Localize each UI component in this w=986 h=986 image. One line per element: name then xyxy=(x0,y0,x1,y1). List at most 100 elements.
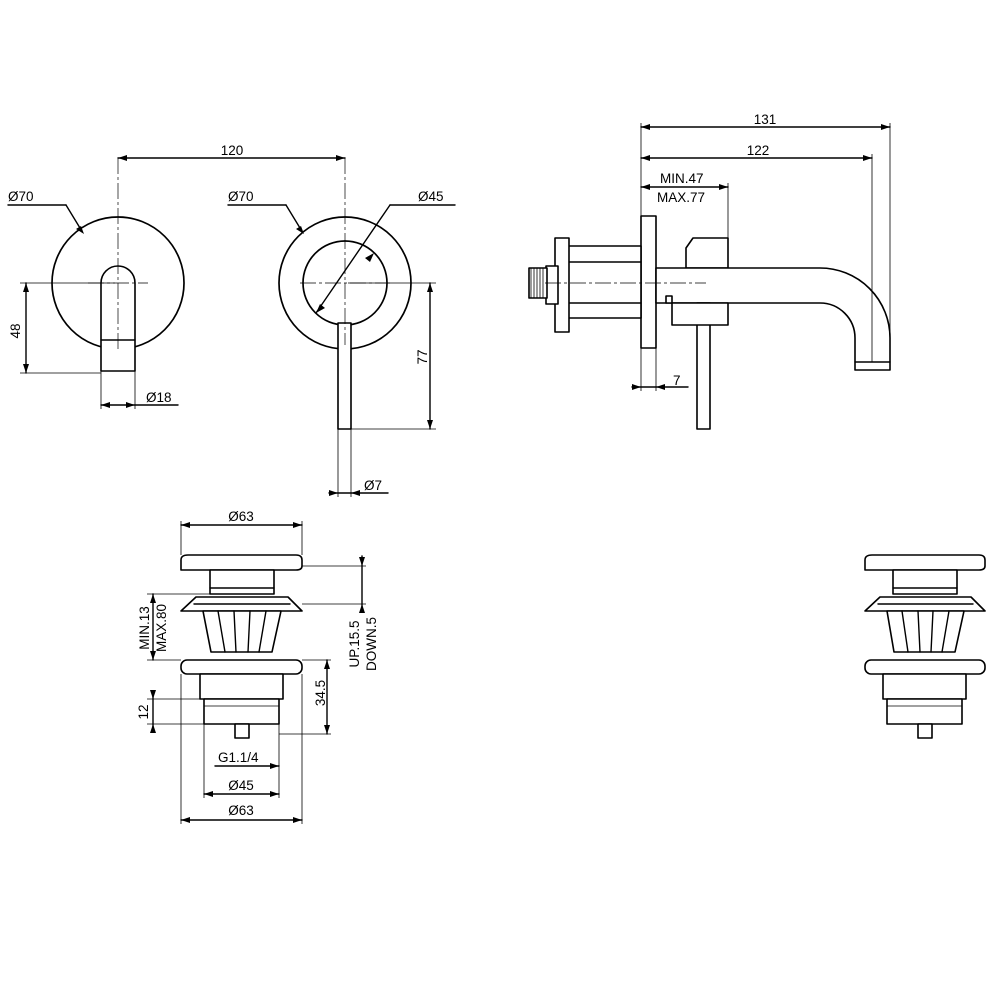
travel-max-label: MAX.80 xyxy=(154,604,169,652)
waste-thread xyxy=(203,698,280,725)
travel-arrow-top xyxy=(150,594,156,603)
body-dia-arrow-right xyxy=(270,791,279,797)
spout-dia-arrow-left xyxy=(101,402,110,408)
side-lever-collar xyxy=(671,302,729,326)
thread-height-arrow-top xyxy=(150,690,156,699)
flange-diameter-label: Ø63 xyxy=(228,803,254,818)
side-small-tab xyxy=(665,295,673,304)
plate-thk-arrow-left xyxy=(632,384,641,390)
lever-height-arrow-top xyxy=(427,283,433,292)
left-plate-leader-arrow xyxy=(76,226,84,234)
alt-spider-leg-3 xyxy=(930,610,934,653)
body-height-arrow-top xyxy=(324,660,330,669)
right-plate-leader-diag xyxy=(285,204,301,229)
center-distance-dimension: 120 xyxy=(117,143,346,161)
lever-height-arrow-bottom xyxy=(427,420,433,429)
depth-arrow-left xyxy=(641,184,650,190)
lever-dia-arrow-right xyxy=(351,490,360,496)
alt-waste-spider xyxy=(886,610,965,653)
lever-height-label: 77 xyxy=(415,349,430,364)
stroke-arrow-top xyxy=(359,557,365,566)
lever-cap xyxy=(685,237,729,269)
install-depth-min-label: MIN.47 xyxy=(660,171,704,186)
stroke-up-label: UP.15.5 xyxy=(347,620,362,667)
alt-waste-stem-collar xyxy=(892,569,958,595)
waste-stem-collar xyxy=(209,569,275,595)
thread-dia-arrow-right xyxy=(270,763,279,769)
waste-spider xyxy=(202,610,282,653)
spider-leg-1 xyxy=(217,610,226,653)
spider-leg-4 xyxy=(258,610,267,653)
body-height-arrow-bottom xyxy=(324,725,330,734)
plate-thk-arrow-right xyxy=(656,384,665,390)
inner-dia-arrow-b xyxy=(365,253,374,262)
spout-proj-arrow-right xyxy=(863,155,872,161)
alt-spider-leg-2 xyxy=(917,610,921,653)
spout-height-label: 48 xyxy=(8,323,23,338)
waste-plug-tip xyxy=(234,723,250,739)
overall-arrow-right xyxy=(881,124,890,130)
mixer-body xyxy=(567,245,642,319)
stroke-down-label: DOWN.5 xyxy=(364,617,379,671)
alt-waste-flange xyxy=(864,659,986,675)
center-distance-arrow-right xyxy=(336,155,345,161)
lever-diameter-label: Ø7 xyxy=(364,478,382,493)
depth-arrow-right xyxy=(719,184,728,190)
left-plate-leader-diag xyxy=(65,204,81,229)
thread-marks xyxy=(530,268,544,298)
lever-handle xyxy=(337,322,352,430)
travel-min-label: MIN.13 xyxy=(137,606,152,650)
left-plate-diameter-label: Ø70 xyxy=(8,189,34,204)
body-diameter-label: Ø45 xyxy=(228,778,254,793)
inner-diameter-label: Ø45 xyxy=(418,189,444,204)
travel-arrow-bottom xyxy=(150,651,156,660)
spout-proj-arrow-left xyxy=(641,155,650,161)
spout-height-arrow-top xyxy=(23,283,29,292)
flange-dia-arrow-left xyxy=(181,817,190,823)
lever-dia-arrow-left xyxy=(329,490,338,496)
alt-waste-plug-tip xyxy=(917,723,933,739)
flange-dia-arrow-right xyxy=(293,817,302,823)
plate-thickness-label: 7 xyxy=(673,373,681,388)
cap-diameter-label: Ø63 xyxy=(228,509,254,524)
waste-valve-alternate xyxy=(864,554,986,739)
center-distance-arrow-left xyxy=(118,155,127,161)
spider-leg-3 xyxy=(247,610,251,653)
stroke-arrow-bottom xyxy=(359,604,365,613)
side-view: 131 122 MIN.47 MAX.77 7 xyxy=(528,112,891,430)
right-plate-leader-arrow xyxy=(296,226,304,234)
waste-cap xyxy=(180,554,303,571)
alt-spider-leg-1 xyxy=(901,610,909,653)
right-plate-diameter-label: Ø70 xyxy=(228,189,254,204)
thread-height-arrow-bottom xyxy=(150,724,156,733)
alt-waste-cap xyxy=(864,554,986,571)
install-depth-max-label: MAX.77 xyxy=(657,190,705,205)
thread-label: G1.1/4 xyxy=(218,750,259,765)
spout-dia-arrow-right xyxy=(126,402,135,408)
body-dia-arrow-left xyxy=(204,791,213,797)
alt-waste-thread xyxy=(886,698,963,725)
thread-height-label: 12 xyxy=(136,704,151,719)
front-view-spout: Ø70 48 Ø18 xyxy=(7,158,185,409)
spout-height-arrow-bottom xyxy=(23,364,29,373)
overall-projection-label: 131 xyxy=(754,112,777,127)
alt-spider-leg-4 xyxy=(941,610,950,653)
inner-dia-arrow-a xyxy=(316,304,325,313)
center-distance-label: 120 xyxy=(221,143,244,158)
wall-plate xyxy=(640,215,657,349)
spout-diameter-label: Ø18 xyxy=(146,390,172,405)
front-view-lever: Ø45 Ø70 77 Ø7 xyxy=(227,158,456,497)
cap-dia-arrow-right xyxy=(293,522,302,528)
waste-body xyxy=(199,673,284,700)
overall-arrow-left xyxy=(641,124,650,130)
waste-valve-dimensioned: Ø63 MIN.13 MAX.80 UP.15.5 DOWN.5 34.5 12 xyxy=(136,509,379,824)
alt-waste-body xyxy=(882,673,967,700)
cap-dia-arrow-left xyxy=(181,522,190,528)
spider-leg-2 xyxy=(233,610,237,653)
inner-dia-dim-line xyxy=(315,204,391,314)
spout-projection-label: 122 xyxy=(747,143,770,158)
body-height-label: 34.5 xyxy=(313,680,328,706)
waste-flange xyxy=(180,659,303,675)
threaded-inlet xyxy=(528,267,548,299)
